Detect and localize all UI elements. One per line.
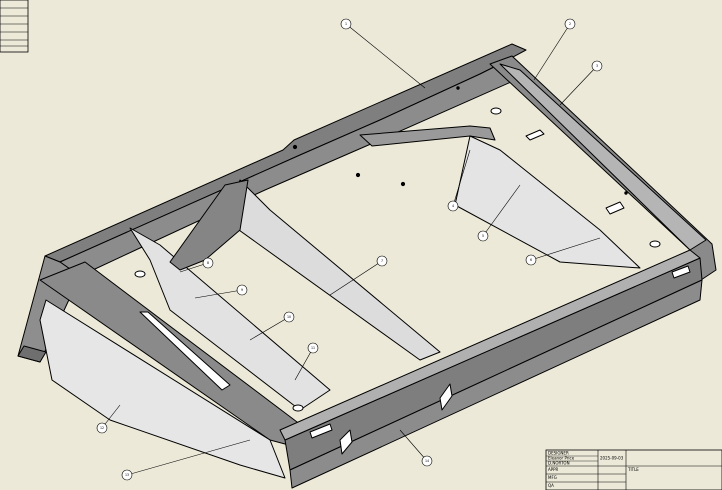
leader-lines: [101, 23, 601, 476]
svg-text:3: 3: [596, 64, 598, 68]
svg-text:5: 5: [482, 234, 484, 238]
balloon-4[interactable]: 4: [447, 200, 459, 212]
title-block-title-label: TITLE: [627, 467, 639, 472]
title-block: DESIGNER Eleanor Price D.NORTON 2025-09-…: [545, 449, 722, 490]
balloon-5[interactable]: 5: [477, 230, 489, 242]
balloon-15[interactable]: 15: [0, 0, 400, 22]
frame-assembly-view: [17, 43, 717, 489]
svg-text:10: 10: [287, 315, 291, 319]
title-block-appr-label: APPR: [548, 467, 559, 472]
svg-text:12: 12: [100, 426, 104, 430]
title-block-qa-label: QA: [548, 483, 554, 488]
balloon-6[interactable]: 6: [525, 254, 537, 266]
title-block-checker-name: D.NORTON: [548, 461, 570, 466]
balloon-1[interactable]: 1: [340, 18, 352, 30]
slot-group-right-plate: [134, 107, 691, 455]
front-side-plate-face: [39, 299, 286, 479]
svg-text:1: 1: [345, 22, 347, 26]
balloon-8[interactable]: 8: [202, 257, 214, 269]
svg-text:4: 4: [452, 204, 454, 208]
title-block-designer-name: Eleanor Price: [548, 456, 575, 461]
holes-rear-plate: [292, 86, 628, 195]
right-end-plate-top: [499, 63, 707, 251]
svg-text:13: 13: [125, 473, 129, 477]
svg-text:14: 14: [425, 459, 429, 463]
upper-cross-rail: [359, 125, 496, 147]
balloon-13[interactable]: 13: [121, 469, 133, 481]
front-bottom-plate-top: [279, 249, 701, 441]
balloon-callouts: 1 2 3 4 5 6 7 8 9 10 11 12 13 14 15: [0, 0, 603, 481]
svg-text:8: 8: [207, 261, 209, 265]
title-block-designer-label: DESIGNER: [548, 451, 569, 456]
balloon-14[interactable]: 14: [421, 455, 433, 467]
svg-text:9: 9: [241, 288, 243, 292]
balloon-12[interactable]: 12: [96, 422, 108, 434]
balloon-11[interactable]: 11: [307, 342, 319, 354]
balloon-7[interactable]: 7: [376, 255, 388, 267]
svg-text:6: 6: [530, 258, 532, 262]
title-block-mfg-label: MFG: [548, 475, 557, 480]
balloon-2[interactable]: 2: [564, 18, 576, 30]
svg-text:2: 2: [569, 22, 571, 26]
balloon-3[interactable]: 3: [591, 60, 603, 72]
svg-text:11: 11: [311, 346, 315, 350]
revision-table: [0, 0, 29, 53]
svg-text:7: 7: [381, 259, 383, 263]
balloon-9[interactable]: 9: [236, 284, 248, 296]
title-block-date: 2025-09-03: [600, 456, 624, 461]
front-outer-face: [289, 279, 703, 489]
balloon-10[interactable]: 10: [283, 311, 295, 323]
